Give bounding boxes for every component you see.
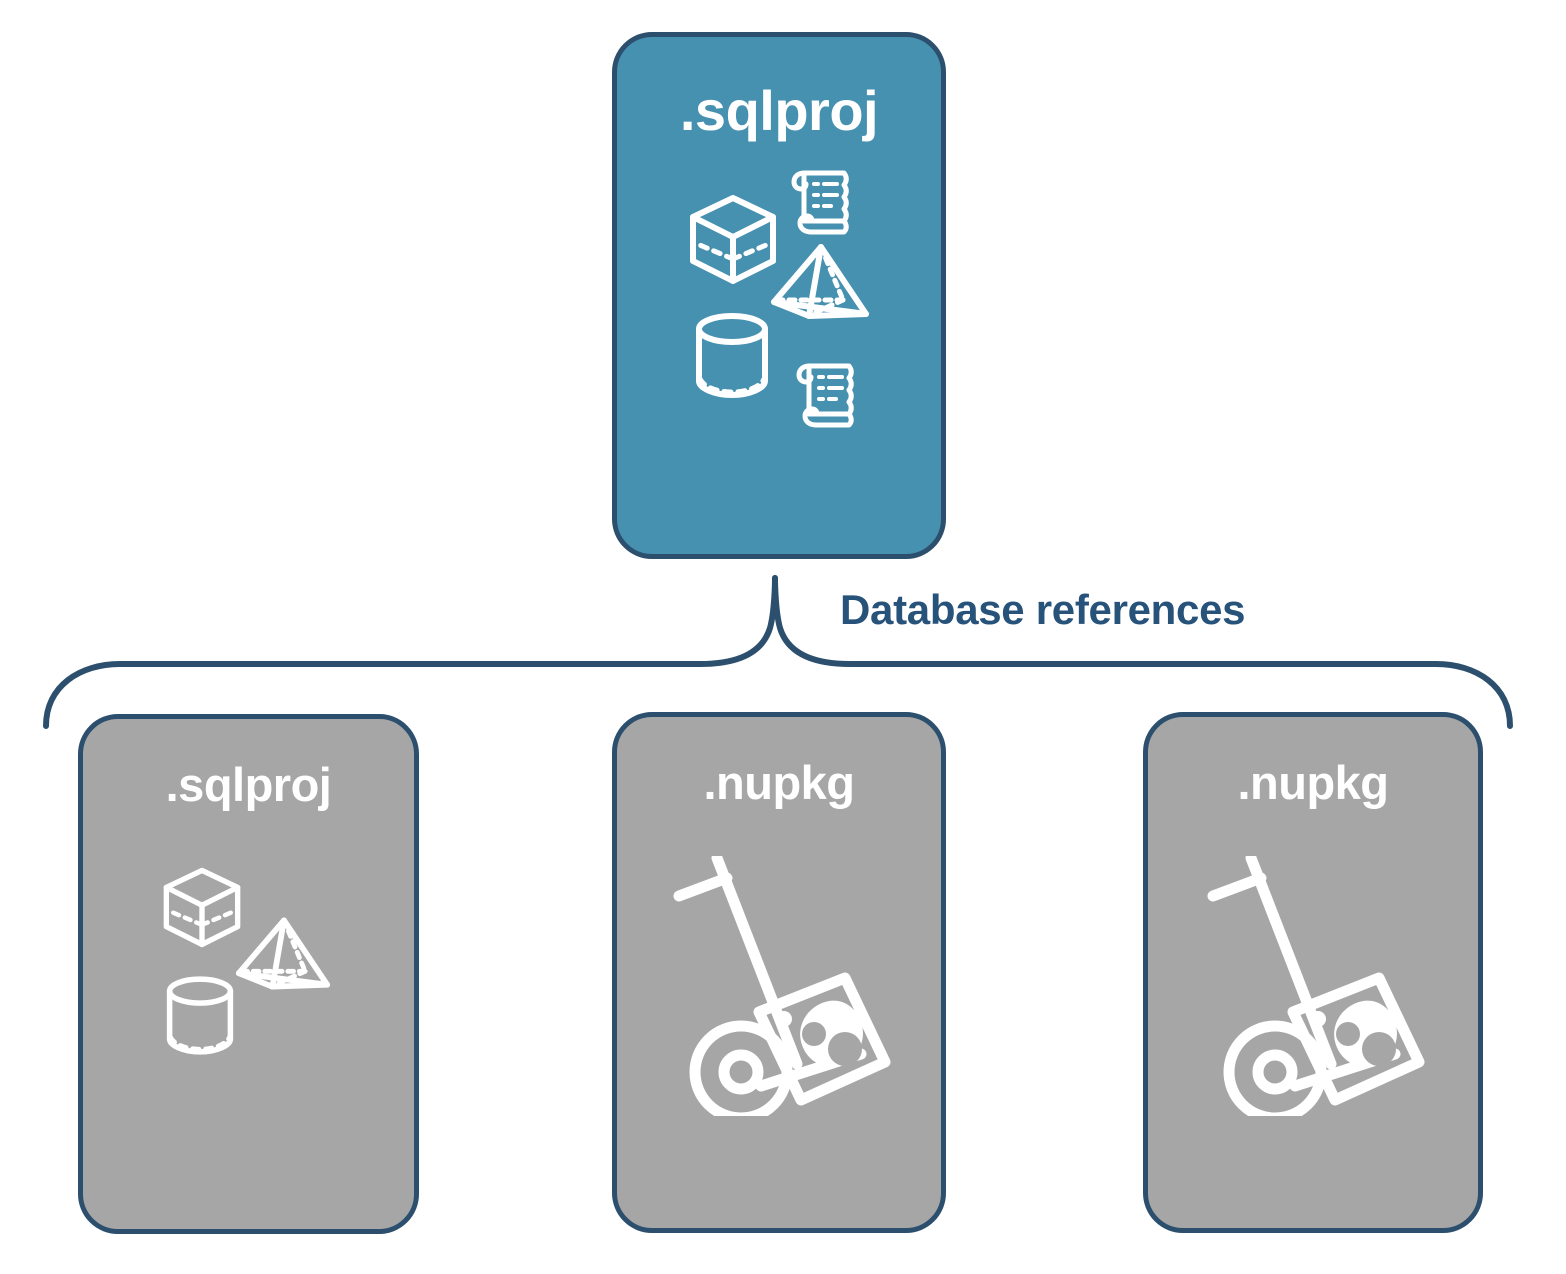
cube-icon [690, 195, 776, 284]
node-title-child-0: .sqlproj [165, 758, 332, 811]
child-1-icon-group [649, 836, 909, 1116]
node-sqlproj-child[interactable]: .sqlproj [78, 714, 419, 1234]
scroll-icon [796, 363, 854, 428]
cylinder-icon [696, 313, 768, 398]
child-2-icon-group [1183, 836, 1443, 1116]
root-icon-group [669, 159, 889, 428]
node-title-child-1: .nupkg [703, 756, 855, 809]
edge-label-database-references: Database references [840, 586, 1246, 633]
node-title-child-2: .nupkg [1237, 756, 1389, 809]
pyramid-icon [235, 917, 330, 990]
cube-icon [163, 867, 240, 948]
node-nupkg-child[interactable]: .nupkg [1143, 712, 1483, 1233]
node-title-root: .sqlproj [679, 79, 879, 142]
hand-truck-package-icon [1207, 856, 1425, 1116]
cylinder-icon [166, 976, 233, 1055]
pyramid-icon [771, 244, 869, 319]
node-nupkg-child[interactable]: .nupkg [612, 712, 946, 1233]
child-0-icon-group [139, 866, 359, 1106]
node-sqlproj-root[interactable]: .sqlproj [612, 32, 946, 559]
scroll-icon [791, 170, 849, 235]
hand-truck-package-icon [673, 856, 891, 1116]
